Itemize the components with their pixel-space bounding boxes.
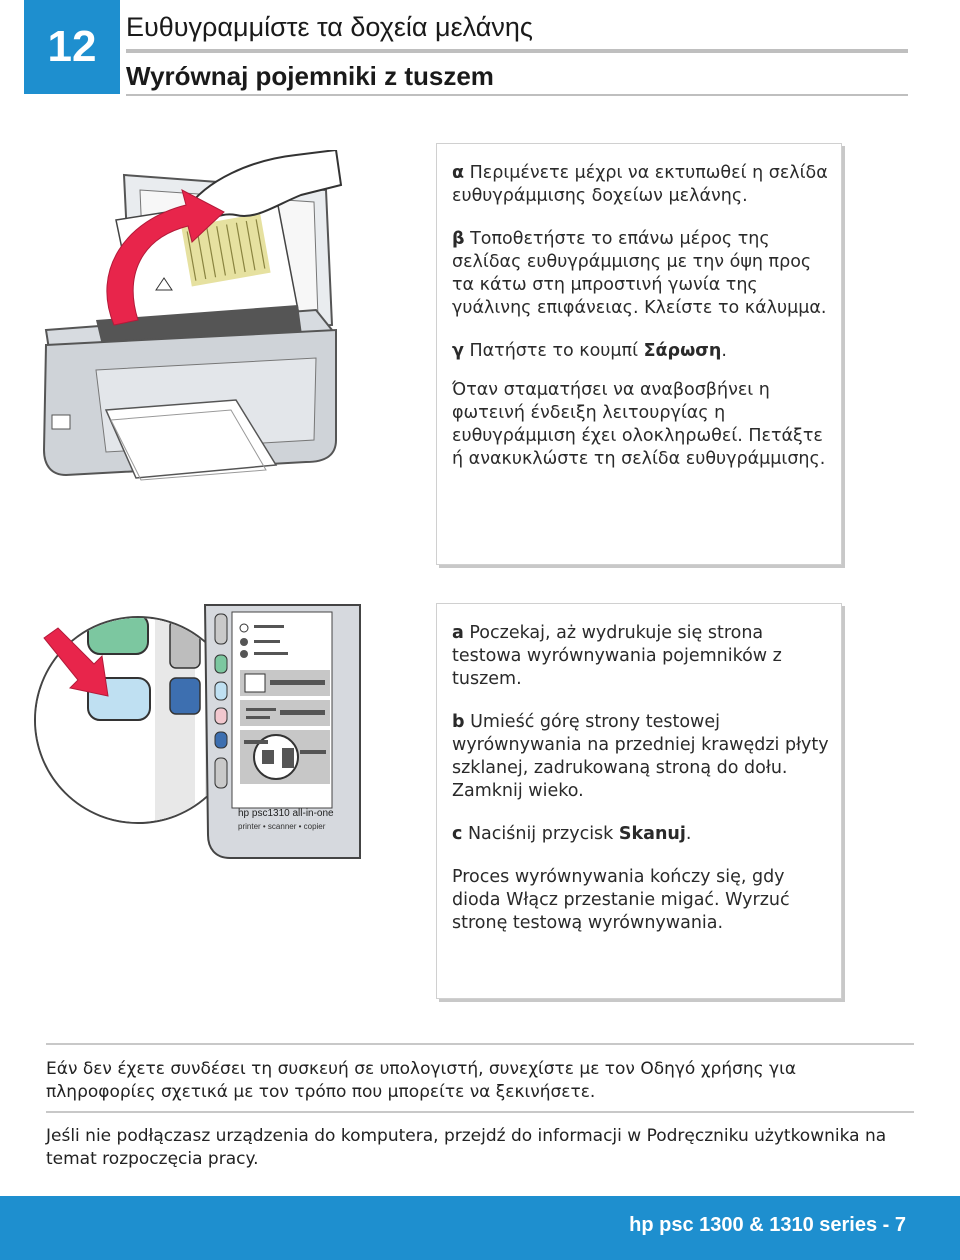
title-divider [126,49,908,53]
step-text: Περιμένετε μέχρι να εκτυπωθεί η σελίδα ε… [452,163,828,206]
polish-step-c: c Naciśnij przycisk Skanuj. [452,823,830,846]
note-divider [46,1043,914,1045]
scan-button-name: Σάρωση [643,341,722,361]
step-text: Πατήστε το κουμπί [463,341,644,361]
step-label: β [452,229,465,249]
greek-step-a: α Περιμένετε μέχρι να εκτυπωθεί η σελίδα… [452,162,830,208]
scan-button-name: Skanuj [618,824,686,844]
arrow-illustration [106,189,225,326]
step-label: c [452,824,463,844]
step-text: Umieść górę strony testowej wyrównywania… [452,712,829,801]
step-label: γ [452,341,464,361]
printer-illustration [42,150,343,481]
note-divider [46,1111,914,1113]
step-label: b [452,712,465,732]
page-title-greek: Ευθυγραμμίστε τα δοχεία μελάνης [126,12,533,42]
polish-done-text: Proces wyrównywania kończy się, gdy diod… [452,867,790,933]
step-text-end: . [685,824,692,844]
polish-instructions-panel: a Poczekaj, aż wydrukuje się strona test… [436,603,842,999]
step-label: a [452,623,464,643]
sub-line: printer • scanner • copier [238,822,326,831]
greek-step-c: γ Πατήστε το κουμπί Σάρωση. [452,340,830,363]
polish-step-b: b Umieść górę strony testowej wyrównywan… [452,711,830,803]
step-text: Poczekaj, aż wydrukuje się strona testow… [452,623,782,689]
polish-step-a: a Poczekaj, aż wydrukuje się strona test… [452,622,830,691]
step-label: α [452,163,465,183]
step-text: Naciśnij przycisk [462,824,619,844]
note-polish: Jeśli nie podłączasz urządzenia do kompu… [46,1126,887,1169]
step-number: 12 [24,0,120,94]
greek-instructions-panel: α Περιμένετε μέχρι να εκτυπωθεί η σελίδα… [436,143,842,565]
greek-done-text: Όταν σταματήσει να αναβοσβήνει η φωτεινή… [452,380,826,469]
footer-text: hp psc 1300 & 1310 series - 7 [629,1214,906,1236]
greek-step-b: β Τοποθετήστε το επάνω μέρος της σελίδας… [452,228,830,320]
header-divider [126,94,908,96]
page-title-polish: Wyrównaj pojemniki z tuszem [126,61,494,91]
step-text-end: . [721,341,727,361]
footer-bar: hp psc 1300 & 1310 series - 7 [0,1196,960,1260]
copy-button-magnified [87,618,149,655]
control-panel-illustration: hp psc1310 all-in-one printer • scanner … [34,604,361,859]
step-text: Τοποθετήστε το επάνω μέρος της σελίδας ε… [452,229,827,318]
brand-line: hp psc1310 all-in-one [238,808,334,819]
arrow-illustration [43,627,109,697]
note-greek: Εάν δεν έχετε συνδέσει τη συσκευή σε υπο… [46,1059,797,1102]
